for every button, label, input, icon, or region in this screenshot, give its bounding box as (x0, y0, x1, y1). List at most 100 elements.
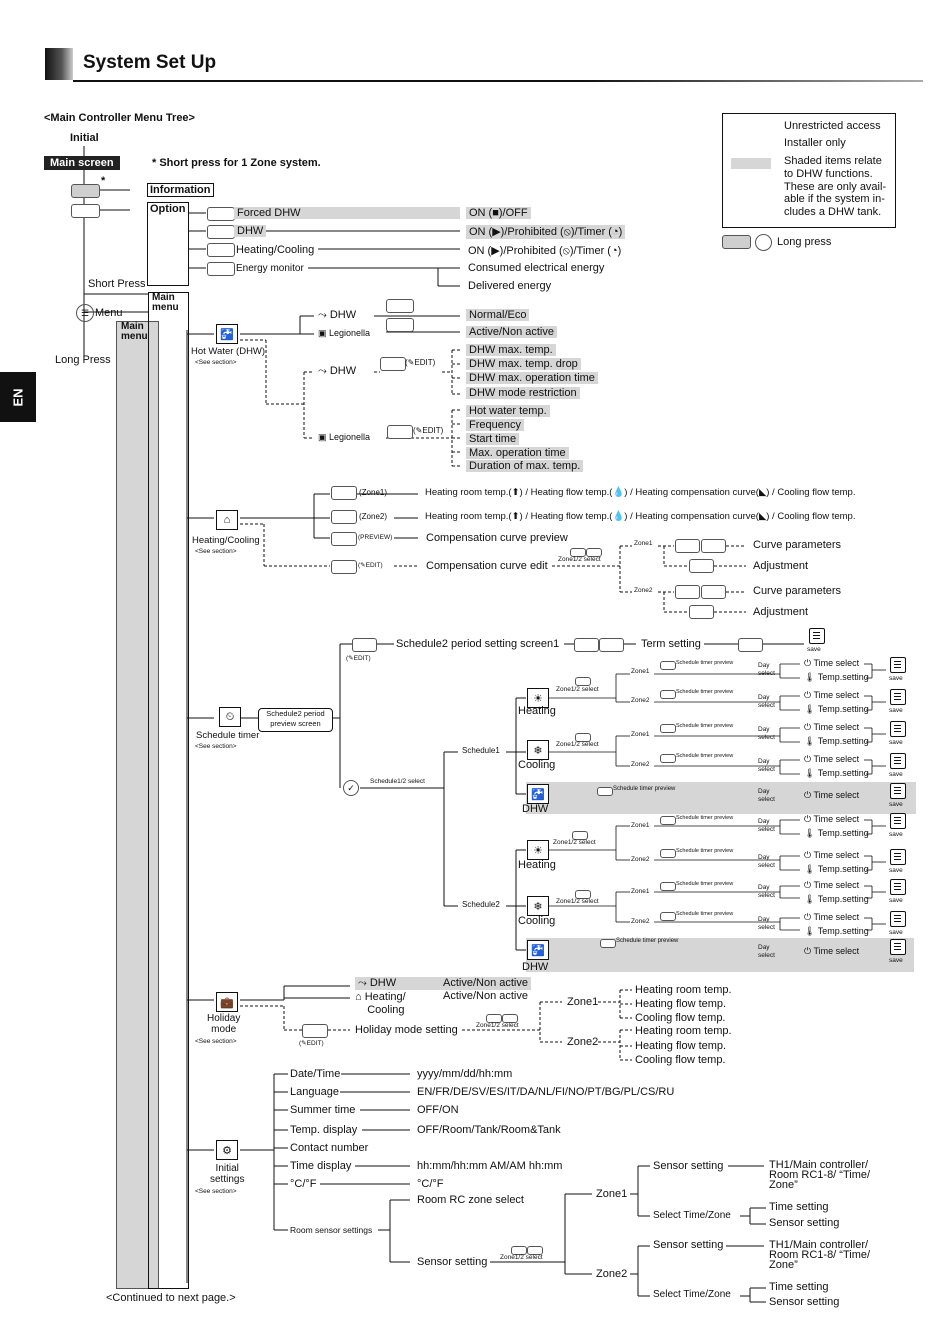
hc-z1-btn-b[interactable] (701, 539, 726, 553)
s2-snowflake-icon[interactable]: ❄ (527, 896, 549, 916)
hc-edit-button[interactable] (331, 560, 357, 574)
save-icon[interactable] (890, 849, 906, 865)
s1c-z1-preview-btn[interactable] (660, 724, 676, 733)
time-select[interactable]: ⏻ Time select (804, 790, 860, 800)
info-button[interactable] (71, 184, 100, 198)
init-setting-label[interactable]: Language (290, 1086, 339, 1098)
s1-tap-icon[interactable]: 🚰 (527, 784, 549, 804)
s2c-zone-btn[interactable] (575, 890, 591, 899)
save-icon[interactable] (890, 783, 906, 799)
time-select[interactable]: ⏻ Time select (804, 912, 860, 922)
init-setting-label[interactable]: Time display (290, 1160, 352, 1172)
save-icon[interactable] (890, 813, 906, 829)
s2-tap-icon[interactable]: 🚰 (527, 940, 549, 960)
s2-sun-icon[interactable]: ☀ (527, 840, 549, 860)
temp-setting[interactable]: 🌡 Temp.setting (804, 864, 869, 874)
time-select[interactable]: ⏻ Time select (804, 722, 860, 732)
s1c-zone-btn[interactable] (575, 733, 591, 742)
save-icon[interactable] (890, 689, 906, 705)
time-select[interactable]: ⏻ Time select (804, 880, 860, 890)
save-icon[interactable] (890, 753, 906, 769)
holiday-zone-btn-b[interactable] (502, 1014, 518, 1023)
hc-z2-adj-btn[interactable] (689, 605, 714, 619)
init-zone-btn-b[interactable] (527, 1246, 543, 1255)
short-press-label: Short Press (88, 278, 146, 290)
dhw-button[interactable] (207, 225, 235, 239)
hw-dhw-edit-button[interactable] (380, 357, 406, 371)
option-item[interactable]: Option (150, 203, 186, 215)
temp-setting[interactable]: 🌡 Temp.setting (804, 736, 869, 746)
suitcase-icon[interactable]: 💼 (216, 992, 238, 1012)
s2c-z2-preview-btn[interactable] (660, 912, 676, 921)
holiday-zone-btn-a[interactable] (486, 1014, 502, 1023)
period-btn-b[interactable] (599, 638, 624, 652)
save-icon[interactable] (890, 721, 906, 737)
temp-setting[interactable]: 🌡 Temp.setting (804, 828, 869, 838)
s2h-z2-preview-btn[interactable] (660, 849, 676, 858)
heating-cooling-button[interactable] (207, 243, 235, 257)
hc-z2-btn-b[interactable] (701, 585, 726, 599)
term-btn[interactable] (738, 638, 763, 652)
s2d-preview-btn[interactable] (600, 939, 616, 948)
hw-dhw-button[interactable] (386, 299, 414, 313)
sched-edit-button[interactable] (352, 638, 377, 652)
sun-icon[interactable]: ☀ (527, 688, 549, 708)
hw-leg-edit-button[interactable] (387, 425, 413, 439)
house-icon[interactable]: ⌂ (216, 510, 238, 530)
temp-setting[interactable]: 🌡 Temp.setting (804, 926, 869, 936)
temp-setting[interactable]: 🌡 Temp.setting (804, 704, 869, 714)
time-select[interactable]: ⏻ Time select (804, 690, 860, 700)
hc-zone-select-btn-b[interactable] (586, 548, 602, 557)
period-btn-a[interactable] (574, 638, 599, 652)
save-icon[interactable] (890, 879, 906, 895)
init-setting-label[interactable]: Contact number (290, 1142, 369, 1154)
time-select[interactable]: ⏻ Time select (804, 658, 860, 668)
tap-icon[interactable]: 🚰 (216, 324, 238, 344)
hc-z1-adj-btn[interactable] (689, 559, 714, 573)
z1-adjustment: Adjustment (753, 560, 809, 572)
hc-z1-btn-a[interactable] (675, 539, 700, 553)
forced-dhw-button[interactable] (207, 207, 235, 221)
hc-zone1-button[interactable] (331, 486, 357, 500)
menu-circle-icon[interactable]: ☰ (76, 304, 94, 322)
z2-time-setting: Time setting (769, 1281, 829, 1293)
init-setting-label[interactable]: Temp. display (290, 1124, 358, 1136)
information-item[interactable]: Information (147, 183, 214, 197)
hw-legionella-button[interactable] (386, 318, 414, 332)
temp-setting[interactable]: 🌡 Temp.setting (804, 672, 869, 682)
time-select[interactable]: ⏻ Time select (804, 814, 860, 824)
init-setting-label[interactable]: °C/°F (290, 1178, 317, 1190)
schedule-icon[interactable]: ⏲ (219, 707, 241, 727)
hc-zone-select-btn-a[interactable] (570, 548, 586, 557)
time-select[interactable]: ⏻ Time select (804, 850, 860, 860)
hc-z2-btn-a[interactable] (675, 585, 700, 599)
temp-setting[interactable]: 🌡 Temp.setting (804, 894, 869, 904)
energy-monitor-button[interactable] (207, 262, 235, 276)
time-select[interactable]: ⏻ Time select (804, 946, 860, 956)
save-icon[interactable] (809, 628, 825, 644)
s1h-z2-preview-btn[interactable] (660, 690, 676, 699)
s1h-zone-btn[interactable] (575, 677, 591, 686)
time-select[interactable]: ⏻ Time select (804, 754, 860, 764)
s1d-preview-btn[interactable] (597, 787, 613, 796)
save-icon[interactable] (890, 939, 906, 955)
init-setting-label[interactable]: Summer time (290, 1104, 356, 1116)
option-button[interactable] (71, 204, 100, 218)
s2h-zone-btn[interactable] (572, 831, 588, 840)
s2c-z1-preview-btn[interactable] (660, 882, 676, 891)
save-icon[interactable] (890, 911, 906, 927)
temp-setting[interactable]: 🌡 Temp.setting (804, 768, 869, 778)
holiday-edit-button[interactable] (302, 1024, 328, 1038)
init-zone-btn-a[interactable] (511, 1246, 527, 1255)
check-icon[interactable]: ✓ (343, 780, 359, 796)
s2h-z1-preview-btn[interactable] (660, 816, 676, 825)
snowflake-icon[interactable]: ❄ (527, 740, 549, 760)
hc-preview-button[interactable] (331, 532, 357, 546)
hc-zone2-button[interactable] (331, 510, 357, 524)
s1h-z1-preview-btn[interactable] (660, 661, 676, 670)
init-setting-label[interactable]: Date/Time (290, 1068, 341, 1080)
gear-icon[interactable]: ⚙ (216, 1140, 238, 1160)
s1c-z2-preview-btn[interactable] (660, 754, 676, 763)
save-icon[interactable] (890, 657, 906, 673)
